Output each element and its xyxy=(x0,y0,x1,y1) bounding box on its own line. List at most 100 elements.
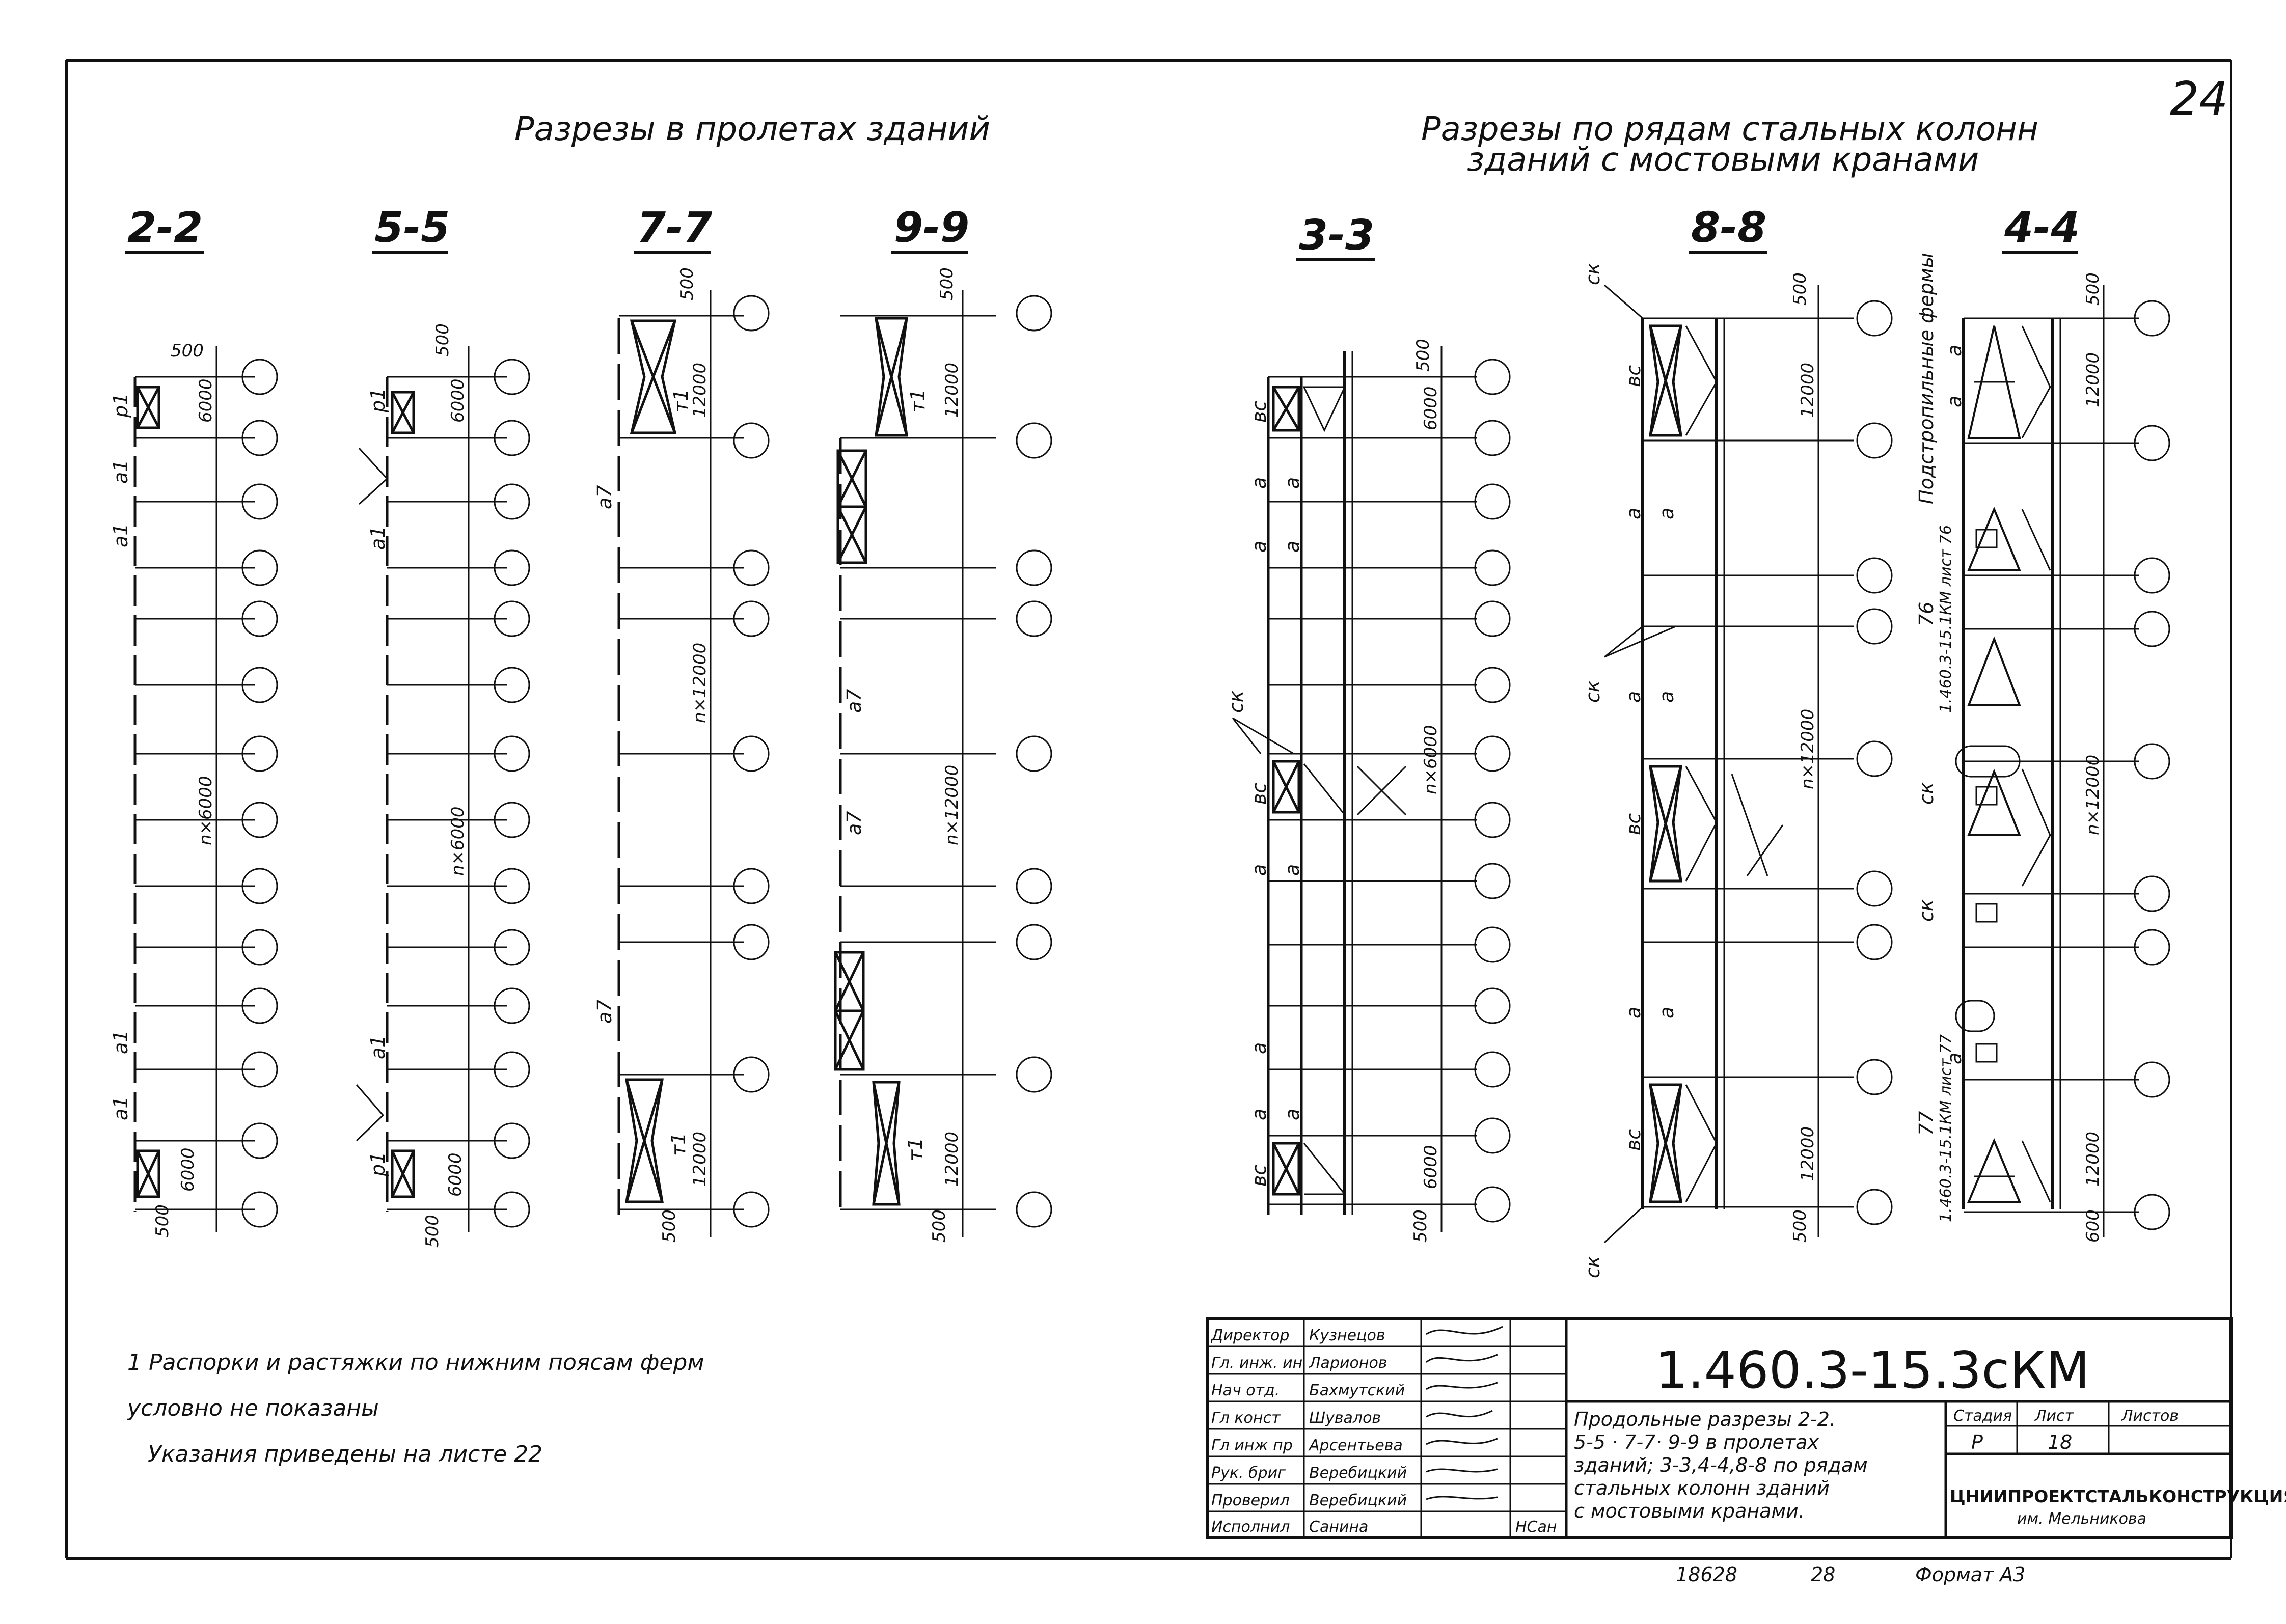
label-a7: а7 xyxy=(843,811,865,835)
dim-12000: 12000 xyxy=(1798,363,1818,418)
dim-500: 500 xyxy=(1410,1209,1431,1243)
format-label: Формат А3 xyxy=(1915,1563,2025,1586)
name-2: Бахмутский xyxy=(1309,1382,1405,1399)
doc-code: 1.460.3-15.3сКМ xyxy=(1655,1340,2090,1400)
description-line-2: 5-5 · 7-7· 9-9 в пролетах xyxy=(1574,1431,1819,1453)
label-t1: т1 xyxy=(670,389,692,412)
dim-12000: 12000 xyxy=(942,1132,962,1187)
label-t1: т1 xyxy=(667,1133,690,1156)
label-sk: ск xyxy=(1582,1256,1604,1278)
role-6: Проверил xyxy=(1211,1492,1290,1509)
section-2-2 xyxy=(133,346,278,1232)
dim-500: 500 xyxy=(937,267,957,300)
dim-500: 500 xyxy=(432,323,453,356)
label-a1: а1 xyxy=(110,1096,132,1120)
inventory-number: 18628 xyxy=(1676,1563,1737,1586)
dim-600: 600 xyxy=(2083,1209,2103,1243)
label-a1: а1 xyxy=(110,524,132,547)
label-vs: вс xyxy=(1248,401,1270,423)
label-vs: вс xyxy=(1248,783,1270,805)
sheets-header: Листов xyxy=(2121,1407,2179,1425)
organization-sub: им. Мельникова xyxy=(2017,1510,2146,1528)
description-line-3: зданий; 3-3,4-4,8-8 по рядам xyxy=(1574,1454,1868,1476)
role-5: Рук. бриг xyxy=(1211,1464,1286,1482)
role-7: Исполнил xyxy=(1211,1518,1290,1536)
section-2-2-labels: 500 6000 n×6000 6000 500 р1 а1 а1 а1 а1 xyxy=(110,341,216,1237)
role-1: Гл. инж. ин xyxy=(1211,1354,1302,1372)
section-label-9-9: 9-9 xyxy=(894,204,969,252)
section-4-4 xyxy=(1955,285,2170,1237)
label-a: а xyxy=(1248,477,1270,489)
footer: 18628 28 Формат А3 xyxy=(1676,1563,2025,1586)
dim-500: 500 xyxy=(152,1204,173,1237)
label-a1: а1 xyxy=(110,460,132,484)
role-4: Гл инж пр xyxy=(1211,1437,1293,1454)
dim-500: 500 xyxy=(1790,1209,1810,1243)
label-sk: ск xyxy=(1582,263,1604,285)
label-p1: р1 xyxy=(110,393,132,418)
dim-500: 500 xyxy=(677,267,697,300)
dim-12000: 12000 xyxy=(2083,1132,2103,1187)
label-a: а xyxy=(1943,396,1966,407)
label-a: а xyxy=(1248,1042,1270,1054)
dim-n12000: n×12000 xyxy=(1798,709,1818,789)
label-a: а xyxy=(1943,345,1966,356)
dim-12000: 12000 xyxy=(1798,1126,1818,1181)
signature-ispolnil: НСан xyxy=(1515,1518,1557,1536)
label-a1: а1 xyxy=(367,526,389,550)
label-vs: вс xyxy=(1622,1129,1645,1151)
dim-500: 500 xyxy=(929,1209,949,1243)
label-a: а xyxy=(1655,508,1678,519)
dim-500: 500 xyxy=(2083,272,2103,306)
dim-500: 500 xyxy=(1413,339,1433,372)
section-9-9 xyxy=(834,290,1052,1237)
copy-number: 28 xyxy=(1811,1563,1835,1586)
heading-right-line2: зданий с мостовыми кранами xyxy=(1467,141,1979,179)
dim-n6000: n×6000 xyxy=(196,776,216,845)
sheet-frame xyxy=(65,59,2232,1560)
label-t1: т1 xyxy=(904,1138,927,1161)
dim-500: 500 xyxy=(422,1215,443,1248)
section-7-7-labels: 500 12000 n×12000 12000 500 т1 а7 а7 т1 xyxy=(593,267,710,1243)
section-8-8-labels: 500 12000 n×12000 12000 500 ск вс а а ск… xyxy=(1582,263,1818,1278)
note-line-3: Указания приведены на листе 22 xyxy=(148,1441,542,1467)
label-a1: а1 xyxy=(110,1030,132,1054)
name-1: Ларионов xyxy=(1309,1354,1387,1372)
label-a: а xyxy=(1248,1109,1270,1120)
name-5: Веребицкий xyxy=(1309,1464,1407,1482)
section-label-5-5: 5-5 xyxy=(374,204,450,252)
label-a7: а7 xyxy=(593,1000,616,1024)
stage-value: Р xyxy=(1971,1431,1983,1453)
label-a: а xyxy=(1248,541,1270,553)
section-5-5 xyxy=(356,346,530,1232)
general-notes: 1 Распорки и растяжки по нижним поясам ф… xyxy=(126,1350,704,1467)
label-a: а xyxy=(1248,864,1270,876)
name-7: Санина xyxy=(1309,1518,1368,1536)
section-label-4-4: 4-4 xyxy=(2004,204,2080,252)
dim-n12000: n×12000 xyxy=(2083,755,2103,835)
dim-500: 500 xyxy=(659,1209,679,1243)
section-label-7-7: 7-7 xyxy=(637,204,712,252)
dim-12000: 12000 xyxy=(690,1132,710,1187)
section-3-3-labels: 500 6000 n×6000 6000 500 вс а а а а ск в… xyxy=(1225,339,1441,1243)
label-a7: а7 xyxy=(593,485,616,509)
stage-header: Стадия xyxy=(1953,1407,2012,1425)
description-line-4: стальных колонн зданий xyxy=(1574,1477,1830,1499)
dim-6000: 6000 xyxy=(1421,386,1441,430)
dim-12000: 12000 xyxy=(2083,352,2103,407)
description-line-5: с мостовыми кранами. xyxy=(1574,1500,1805,1522)
label-sk: ск xyxy=(1225,691,1247,713)
section-labels: 2-2 5-5 7-7 9-9 3-3 8-8 4-4 xyxy=(125,204,2080,261)
description-line-1: Продольные разрезы 2-2. xyxy=(1574,1408,1836,1430)
name-3: Шувалов xyxy=(1309,1409,1381,1427)
label-a: а xyxy=(1281,541,1303,553)
ref-sheet-77: 1.460.3-15.1КМ лист 77 xyxy=(1937,1034,1955,1222)
role-3: Гл конст xyxy=(1211,1409,1281,1427)
label-p1: р1 xyxy=(367,1152,389,1177)
dim-n12000: n×12000 xyxy=(942,765,962,845)
section-3-3 xyxy=(1232,346,1511,1232)
label-a: а xyxy=(1622,1007,1645,1019)
label-vs: вс xyxy=(1622,813,1645,835)
